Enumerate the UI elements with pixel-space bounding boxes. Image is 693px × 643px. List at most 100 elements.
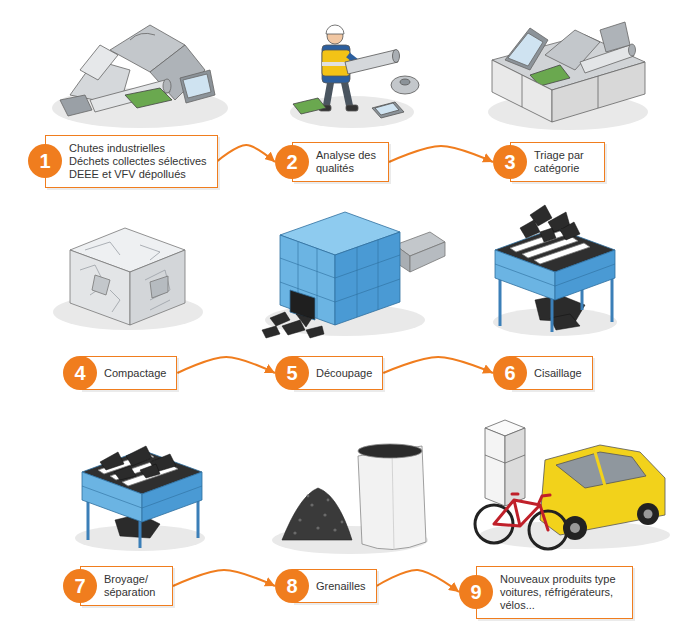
illustration-part [372,102,404,118]
illustration-part [163,79,171,93]
process-step: 6 Cisaillage [493,356,593,390]
illustration-part [280,235,335,325]
cutting-machine [262,212,445,338]
flow-arrow [177,357,275,373]
step-number: 6 [493,356,527,390]
process-step: 5 Découpage [275,356,383,390]
step-number: 7 [63,569,97,603]
illustration-part [345,50,398,74]
step-label: Triage par catégorie [534,149,594,175]
scrap-pile [52,25,228,128]
illustration-part [310,503,313,506]
illustration-part [495,264,615,286]
illustration-part [392,450,394,550]
illustration-part [570,523,580,533]
illustration-part [306,326,324,338]
illustration-part [629,44,636,56]
step-label: Nouveaux produits type voitures, réfrigé… [500,573,622,612]
illustration-part [140,464,160,478]
illustration-part [335,232,400,325]
illustration-part [534,243,590,264]
illustration-part [282,488,352,540]
process-step: 3 Triage par catégorie [493,142,605,182]
granules [272,444,428,554]
illustration-part [535,295,585,330]
illustration-part [80,45,118,80]
step-label: Cisaillage [534,367,582,380]
flow-arrow [173,570,275,586]
compacted-cube [53,228,203,330]
process-step: 7 Broyage/ séparation [63,566,173,606]
illustration-part [393,50,400,63]
illustration-part [508,33,543,66]
process-step: 1 Chutes industriellesDéchets collectes s… [28,135,218,188]
process-step: 8 Grenailles [275,569,377,603]
illustration-part [130,33,155,40]
illustration-part [326,25,344,34]
illustration-part [600,22,630,52]
illustration-part [293,531,296,534]
illustration-part [180,70,215,103]
flow-arrow [383,357,493,373]
illustration-part [60,95,92,116]
illustration-part [552,62,645,122]
step-number: 4 [63,356,97,390]
illustration-part [400,79,410,85]
illustration-part [326,80,350,108]
illustration-part [550,314,580,330]
illustration-part [327,499,330,502]
illustration-part [485,455,525,463]
step-number: 5 [275,356,309,390]
illustration-part [100,452,124,470]
illustration-part [183,74,211,98]
process-step: 9Nouveaux produits type voitures, réfrig… [459,566,633,619]
flow-arrow [389,146,493,162]
process-step: 2Analyse des qualités [275,142,389,182]
illustration-part [556,452,646,488]
illustration-part [125,88,172,108]
illustration-part [391,76,419,94]
illustration-part [560,222,580,240]
illustration-part [126,446,152,466]
step-label: Compactage [104,367,166,380]
step-label-box: Nouveaux produits type voitures, réfrigé… [476,566,633,619]
illustration-part [346,105,358,111]
step-number: 1 [28,144,62,178]
illustration-part [358,444,422,458]
illustration-part [333,528,336,531]
sorting-bin [488,22,648,130]
illustration-part [520,205,580,242]
flow-arrow [377,570,459,592]
worker [290,25,419,128]
illustration-part [410,242,445,272]
illustration-part [114,466,136,480]
illustration-part [307,495,310,498]
illustration-part [316,526,319,529]
illustration-part [150,276,168,298]
illustration-part [282,320,305,335]
illustration-part [323,513,326,516]
illustration-part [298,518,301,521]
illustration-part [92,275,110,295]
illustration-part [520,220,540,238]
step-label: Découpage [316,367,372,380]
step-label: Broyage/ séparation [104,573,162,599]
illustration-part [358,446,426,550]
step-label: Chutes industrielles [69,142,207,155]
step-label: Grenailles [316,580,366,593]
step-number: 9 [459,575,493,609]
illustration-part [80,242,170,312]
step-number: 8 [275,569,309,603]
illustration-part [296,314,312,327]
illustration-part [82,486,202,508]
step-number: 3 [493,145,527,179]
illustration-part [270,312,290,326]
step-label: Analyse des qualités [316,149,378,175]
illustration-part [375,103,399,115]
step-label: Déchets collectes sélectives [69,155,207,168]
illustration-part [262,326,280,338]
illustration-part [100,446,176,480]
